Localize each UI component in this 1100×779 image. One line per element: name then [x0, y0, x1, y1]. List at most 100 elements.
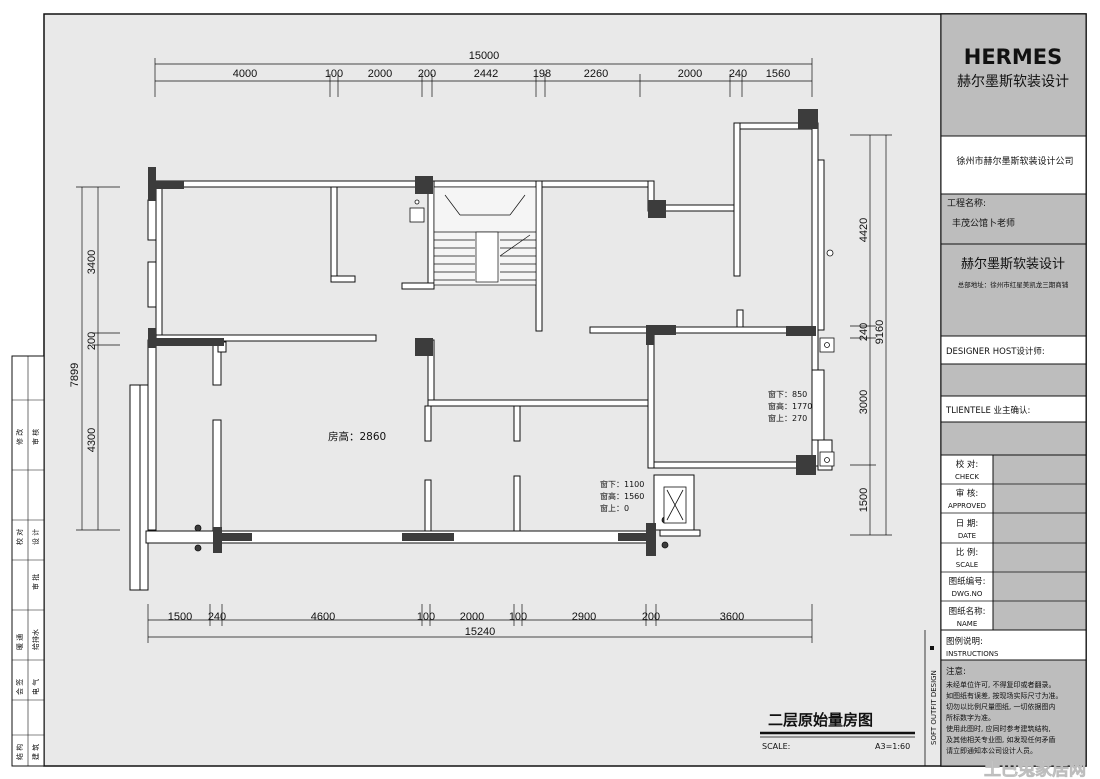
project-value: 丰茂公馆卜老师 — [952, 217, 1015, 229]
check-label: 校 对: — [956, 459, 979, 470]
note-line: 请立即通知本公司设计人员。 — [946, 746, 1037, 755]
name-label-en: NAME — [957, 620, 978, 628]
dim-left-total: 7899 — [69, 363, 81, 387]
dim-bottom: 3600 — [720, 611, 744, 623]
note-line: 所标数字为准。 — [946, 713, 995, 722]
dim-bottom: 100 — [509, 611, 527, 623]
note-line: 未经单位许可, 不得复印或者翻录。 — [946, 680, 1055, 689]
dim-right: 3000 — [858, 390, 870, 414]
dim-right-total: 9160 — [874, 320, 886, 344]
window-spec: 窗下：850 — [768, 389, 807, 399]
approved-label-en: APPROVED — [948, 502, 986, 510]
designer-label: DESIGNER HOST设计师: — [946, 346, 1045, 357]
dim-top: 2442 — [474, 68, 498, 80]
dimension-top — [154, 58, 813, 97]
floor-plan-walls — [129, 122, 833, 591]
dim-left: 4300 — [86, 428, 98, 452]
dim-right: 4420 — [858, 218, 870, 242]
strip-label: 给排水 — [31, 629, 40, 650]
note-line: 如图纸有误差, 按现场实际尺寸为准。 — [946, 691, 1062, 700]
date-label-en: DATE — [958, 532, 976, 540]
left-revision-strip: 审 核 修 改 设 计 校 对 审 批 建 筑 结 构 给排水 暖 通 电 气 … — [11, 355, 45, 767]
dimension-bottom — [147, 604, 813, 643]
dim-top: 200 — [418, 68, 436, 80]
dim-top: 198 — [533, 68, 551, 80]
studio-name: 赫尔墨斯软装设计 — [961, 257, 1065, 272]
name-label: 图纸名称: — [949, 606, 986, 617]
check-label-en: CHECK — [955, 473, 979, 481]
window-spec: 窗下：1100 — [600, 479, 644, 489]
drain-icon — [824, 342, 830, 348]
dim-bottom: 4600 — [311, 611, 335, 623]
floor-fixtures — [194, 199, 835, 552]
dim-bottom: 100 — [417, 611, 435, 623]
note-line: 使用此图时, 应同时参考建筑结构, — [946, 724, 1051, 733]
dim-top: 2000 — [368, 68, 392, 80]
note-line: 切勿以比例尺量图纸, 一切依据图内 — [946, 702, 1055, 711]
pipe-icon — [826, 249, 834, 257]
drawing-title: 二层原始量房图 — [768, 711, 873, 729]
hq-address: 总部地址：徐州市红星美凯龙三期商铺 — [958, 280, 1069, 289]
instructions-label-en: INSTRUCTIONS — [946, 650, 999, 658]
dim-bottom: 200 — [642, 611, 660, 623]
dim-bottom-total: 15240 — [465, 626, 496, 638]
strip-label: 会 签 — [15, 679, 24, 695]
paper-background — [43, 13, 1087, 767]
dwg-label-en: DWG.NO — [952, 590, 983, 598]
dim-top: 100 — [325, 68, 343, 80]
structural-columns — [148, 109, 818, 556]
project-label: 工程名称: — [947, 197, 986, 209]
strip-label: 修 改 — [15, 429, 24, 445]
vertical-design-label: SOFT OUTFIT DESIGN — [930, 670, 938, 745]
dim-top: 240 — [729, 68, 747, 80]
drain-icon — [414, 199, 420, 205]
strip-label: 校 对 — [15, 529, 24, 545]
brand-logo: HERMES — [964, 45, 1062, 69]
dim-bottom: 1500 — [168, 611, 192, 623]
strip-label: 建 筑 — [31, 744, 40, 760]
dim-top: 1560 — [766, 68, 790, 80]
scale-caption: SCALE: — [762, 742, 790, 751]
dim-top: 2260 — [584, 68, 608, 80]
date-label: 日 期: — [956, 519, 979, 529]
dim-right: 240 — [858, 323, 870, 341]
dimension-left — [76, 186, 120, 531]
scale-label-en: SCALE — [956, 561, 978, 569]
marker-square — [930, 646, 934, 650]
dim-bottom: 240 — [208, 611, 226, 623]
window-spec: 窗高：1770 — [768, 401, 812, 411]
approved-label: 审 核: — [956, 488, 979, 499]
dim-right: 1500 — [858, 488, 870, 512]
instructions-label: 图例说明: — [946, 636, 983, 647]
room-height-label: 房高：2860 — [328, 430, 386, 443]
dim-left: 3400 — [86, 250, 98, 274]
brand-chinese: 赫尔墨斯软装设计 — [957, 74, 1069, 90]
strip-label: 审 批 — [31, 574, 40, 590]
note-line: 及其他相关专业图, 如发现任何矛盾 — [946, 735, 1055, 744]
strip-label: 结 构 — [15, 744, 24, 760]
dim-top-total: 15000 — [469, 50, 500, 62]
strip-label: 设 计 — [31, 529, 40, 545]
drain-icon — [824, 457, 830, 463]
dim-left: 200 — [86, 332, 98, 350]
pipe-icon — [194, 524, 202, 532]
window-spec: 窗上：270 — [768, 413, 807, 423]
pipe-icon — [194, 544, 202, 552]
window-spec: 窗高：1560 — [600, 491, 644, 501]
scale-label: 比 例: — [956, 547, 979, 558]
dwg-label: 图纸编号: — [949, 576, 986, 587]
dim-top: 2000 — [678, 68, 702, 80]
strip-label: 暖 通 — [15, 634, 24, 650]
notes-title: 注意: — [946, 666, 966, 677]
scale-value: A3=1:60 — [875, 742, 910, 751]
dimension-right — [850, 134, 892, 536]
dim-bottom: 2900 — [572, 611, 596, 623]
strip-label: 审 核 — [31, 429, 40, 445]
company-name: 徐州市赫尔墨斯软装设计公司 — [956, 155, 1073, 167]
pipe-icon — [661, 541, 669, 549]
dim-top: 4000 — [233, 68, 257, 80]
watermark-logo: 土巴兔家居网 — [984, 759, 1086, 779]
title-block: HERMES 赫尔墨斯软装设计 徐州市赫尔墨斯软装设计公司 工程名称: 丰茂公馆… — [940, 13, 1087, 767]
strip-label: 电 气 — [31, 679, 40, 695]
